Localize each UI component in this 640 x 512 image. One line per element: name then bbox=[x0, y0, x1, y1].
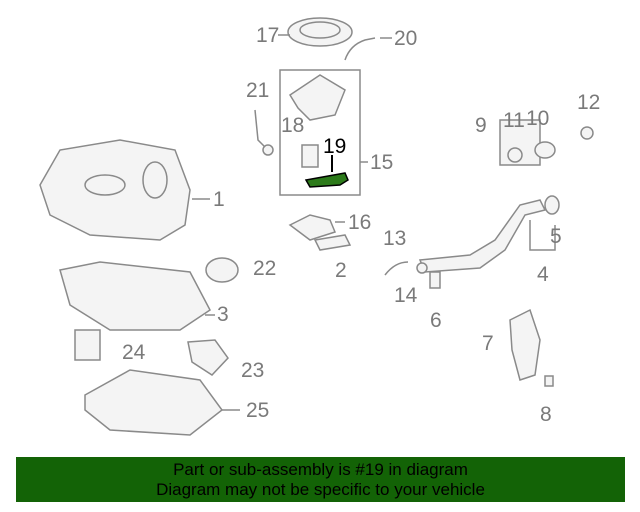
part-7 bbox=[509, 308, 541, 381]
tank-protector-3 bbox=[59, 261, 211, 331]
callout-17: 17 bbox=[256, 24, 280, 47]
callout-7: 7 bbox=[482, 332, 494, 355]
callout-1: 1 bbox=[213, 188, 225, 211]
callout-11: 11 bbox=[503, 109, 525, 132]
undercover-25 bbox=[84, 369, 224, 436]
fuel-tank bbox=[39, 139, 191, 241]
part-23 bbox=[187, 339, 229, 376]
callout-22: 22 bbox=[253, 257, 277, 280]
callout-2: 2 bbox=[335, 259, 347, 282]
part-18 bbox=[301, 144, 319, 168]
wire-20 bbox=[344, 37, 376, 61]
callout-8: 8 bbox=[540, 403, 552, 426]
callout-23: 23 bbox=[241, 359, 265, 382]
callout-24: 24 bbox=[122, 341, 146, 364]
callout-3: 3 bbox=[217, 303, 229, 326]
banner-line-2: Diagram may not be specific to your vehi… bbox=[156, 480, 485, 499]
callout-5: 5 bbox=[550, 225, 562, 248]
callout-6: 6 bbox=[430, 309, 442, 332]
info-banner: Part or sub-assembly is #19 in diagram D… bbox=[16, 457, 625, 502]
callout-18: 18 bbox=[281, 114, 305, 137]
callout-13: 13 bbox=[383, 227, 407, 250]
callout-20: 20 bbox=[394, 27, 418, 50]
callout-4: 4 bbox=[537, 263, 549, 286]
fuel-cap-ring bbox=[287, 17, 353, 47]
part-24 bbox=[74, 329, 101, 361]
callout-15: 15 bbox=[370, 151, 394, 174]
callout-21: 21 bbox=[246, 79, 270, 102]
part-19-highlighted bbox=[304, 172, 349, 188]
pump-assembly-box bbox=[279, 69, 361, 196]
callout-9: 9 bbox=[475, 114, 487, 137]
callout-25: 25 bbox=[246, 399, 270, 422]
callout-10: 10 bbox=[526, 107, 550, 130]
filler-pipe bbox=[418, 199, 547, 273]
part-16 bbox=[288, 214, 337, 241]
callout-14: 14 bbox=[394, 284, 418, 307]
fuel-pump bbox=[288, 74, 346, 121]
callout-12: 12 bbox=[577, 91, 601, 114]
callout-16: 16 bbox=[348, 211, 372, 234]
banner-line-1: Part or sub-assembly is #19 in diagram bbox=[173, 460, 468, 479]
callout-19[interactable]: 19 bbox=[323, 135, 347, 158]
